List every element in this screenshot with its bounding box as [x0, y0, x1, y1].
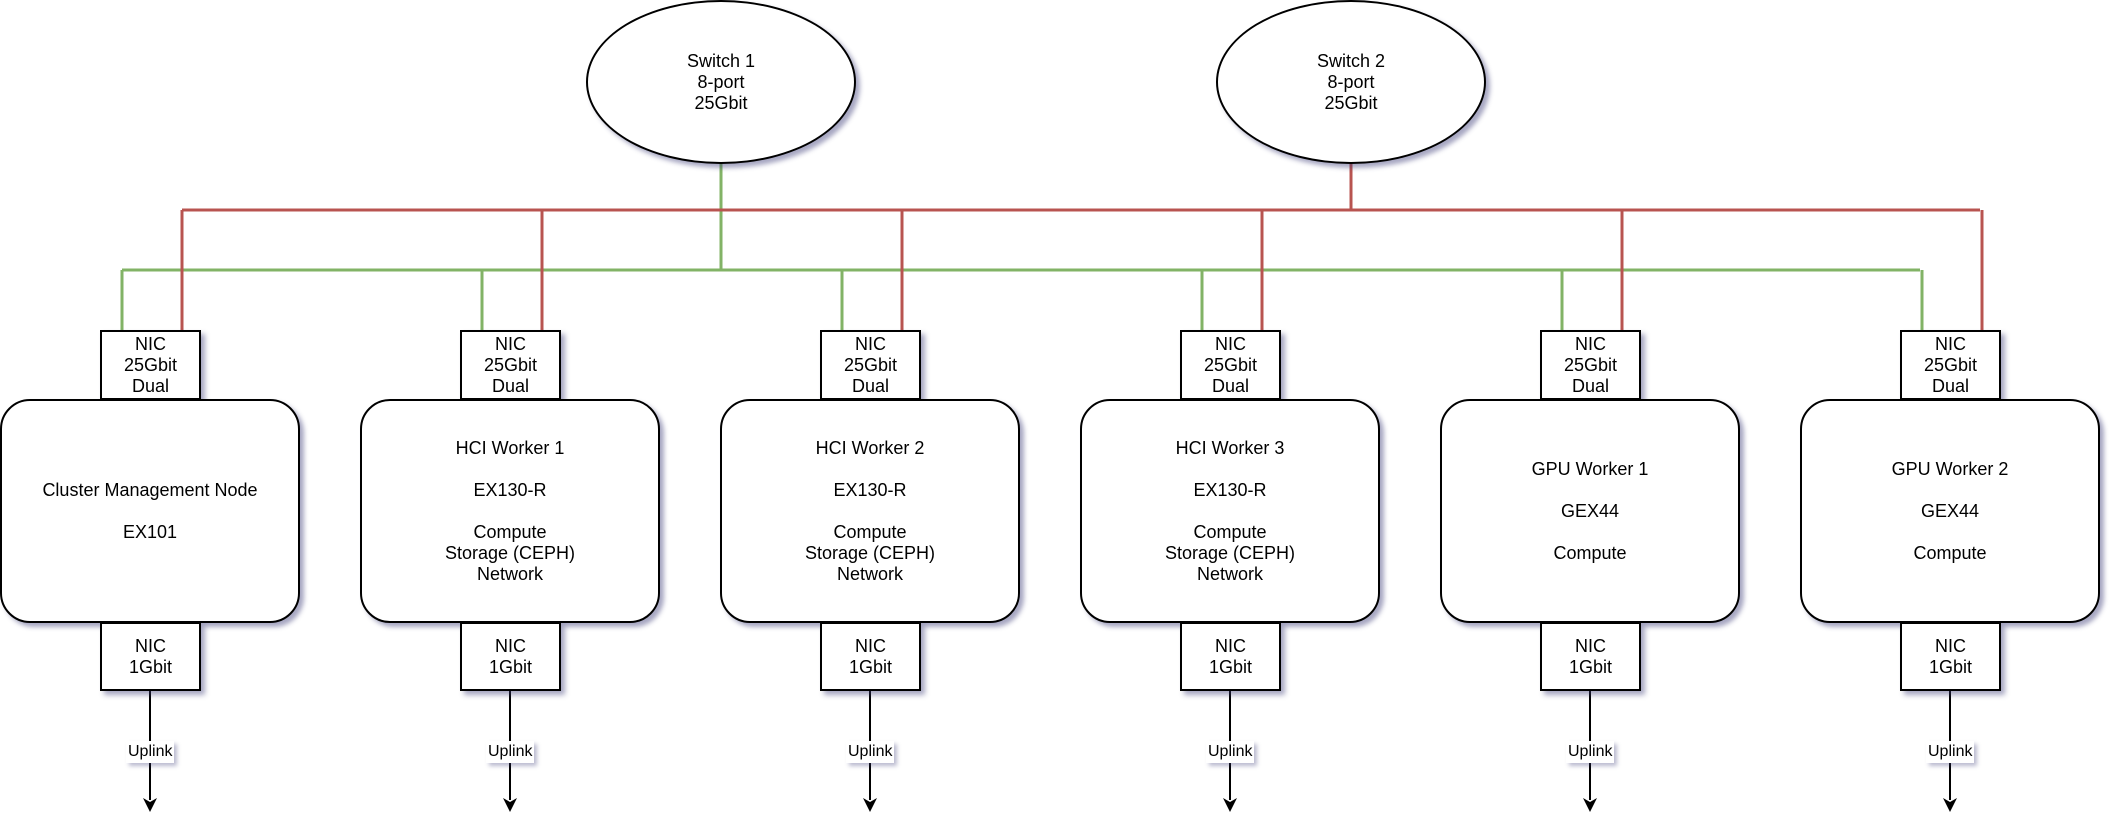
- nic-label: NIC: [135, 635, 166, 656]
- nic-label: NIC: [855, 635, 886, 656]
- nic-label: Dual: [851, 375, 890, 396]
- nic-label: 25Gbit: [1203, 354, 1258, 375]
- server-name: HCI Worker 3: [1175, 437, 1285, 458]
- nic-label: Dual: [1931, 375, 1970, 396]
- server-role: Compute: [1553, 542, 1627, 563]
- switch-1: Switch 1 8-port 25Gbit: [586, 0, 856, 164]
- switch-1-speed: 25Gbit: [694, 92, 748, 113]
- nic-label: 1Gbit: [128, 656, 173, 677]
- nic-label: NIC: [1935, 635, 1966, 656]
- nic-label: NIC: [1935, 333, 1966, 354]
- nic-label: Dual: [1571, 375, 1610, 396]
- uplink-arrow-icon: [143, 798, 157, 812]
- switch-2: Switch 2 8-port 25Gbit: [1216, 0, 1486, 164]
- server-role: Storage (CEPH): [1164, 542, 1296, 563]
- uplink-arrow-icon: [503, 798, 517, 812]
- server-name: Cluster Management Node: [42, 479, 258, 500]
- uplink-arrow-icon: [863, 798, 877, 812]
- server-role: Compute: [1193, 521, 1267, 542]
- uplink-label: Uplink: [486, 741, 535, 763]
- nic-label: 1Gbit: [1208, 656, 1253, 677]
- server-role: Compute: [473, 521, 547, 542]
- server-role: Network: [836, 563, 903, 584]
- server-model: EX130-R: [833, 479, 907, 500]
- nic-label: NIC: [1215, 635, 1246, 656]
- switch-2-speed: 25Gbit: [1324, 92, 1378, 113]
- nic-label: 25Gbit: [123, 354, 178, 375]
- nic-label: 1Gbit: [848, 656, 893, 677]
- uplink-label: Uplink: [1566, 741, 1615, 763]
- server-model: GEX44: [1560, 500, 1620, 521]
- server-model: EX130-R: [473, 479, 547, 500]
- nic-label: NIC: [495, 635, 526, 656]
- nic-label: 1Gbit: [488, 656, 533, 677]
- switch-1-name: Switch 1: [686, 50, 756, 71]
- server-model: EX101: [122, 521, 178, 542]
- uplink-label: Uplink: [1206, 741, 1255, 763]
- uplink-arrow-icon: [1223, 798, 1237, 812]
- nic-label: 25Gbit: [483, 354, 538, 375]
- server-role: Compute: [833, 521, 907, 542]
- nic-label: NIC: [135, 333, 166, 354]
- server-role: Network: [476, 563, 543, 584]
- nic-label: NIC: [1215, 333, 1246, 354]
- server-name: HCI Worker 2: [815, 437, 925, 458]
- server-name: GPU Worker 1: [1531, 458, 1649, 479]
- nic-label: 1Gbit: [1568, 656, 1613, 677]
- server-role: Compute: [1913, 542, 1987, 563]
- server-role: Storage (CEPH): [804, 542, 936, 563]
- switch-2-ports: 8-port: [1327, 71, 1375, 92]
- server-model: GEX44: [1920, 500, 1980, 521]
- nic-label: NIC: [1575, 333, 1606, 354]
- nic-label: Dual: [491, 375, 530, 396]
- server-name: GPU Worker 2: [1891, 458, 2009, 479]
- nic-label: 1Gbit: [1928, 656, 1973, 677]
- nic-label: Dual: [1211, 375, 1250, 396]
- uplink-arrow-icon: [1943, 798, 1957, 812]
- switch-2-name: Switch 2: [1316, 50, 1386, 71]
- uplink-label: Uplink: [1926, 741, 1975, 763]
- nic-label: Dual: [131, 375, 170, 396]
- nic-label: NIC: [1575, 635, 1606, 656]
- nic-label: NIC: [495, 333, 526, 354]
- nic-label: 25Gbit: [1923, 354, 1978, 375]
- server-name: HCI Worker 1: [455, 437, 565, 458]
- uplink-label: Uplink: [126, 741, 175, 763]
- nic-label: 25Gbit: [843, 354, 898, 375]
- server-model: EX130-R: [1193, 479, 1267, 500]
- uplink-arrow-icon: [1583, 798, 1597, 812]
- server-role: Storage (CEPH): [444, 542, 576, 563]
- nic-label: NIC: [855, 333, 886, 354]
- uplink-label: Uplink: [846, 741, 895, 763]
- nic-label: 25Gbit: [1563, 354, 1618, 375]
- switch-1-ports: 8-port: [697, 71, 745, 92]
- server-role: Network: [1196, 563, 1263, 584]
